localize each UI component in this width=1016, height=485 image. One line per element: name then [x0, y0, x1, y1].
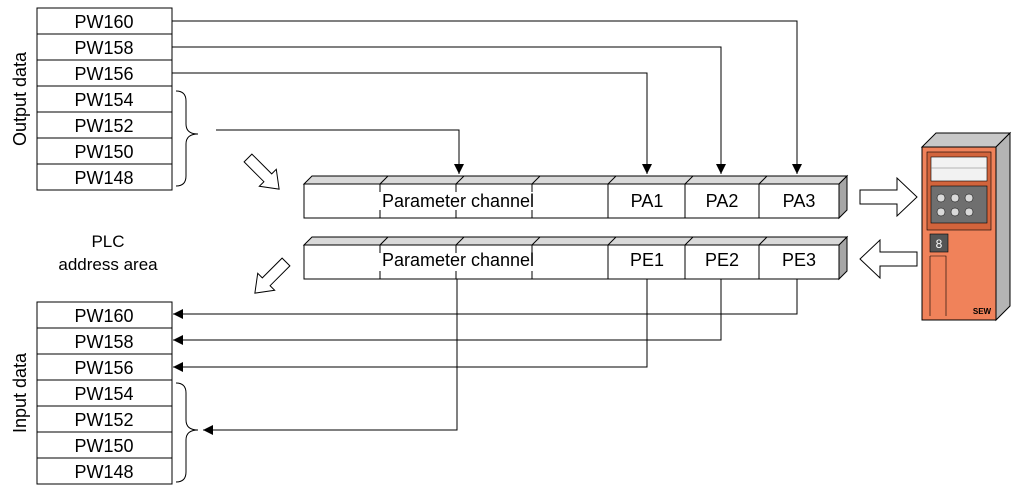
input-bus-bar: Parameter channel PE1 PE2 PE3 — [302, 235, 849, 281]
input-pe-label: PE1 — [630, 250, 664, 270]
input-bus-side-face — [838, 235, 848, 281]
bus-tick — [684, 175, 694, 185]
diagonal-arrow-down-right-icon — [243, 153, 280, 190]
output-register-label: PW158 — [74, 38, 133, 58]
device-key — [964, 207, 974, 217]
connector-pw156-to-pa1 — [172, 72, 652, 174]
input-register-label: PW156 — [74, 358, 133, 378]
input-pe-label: PE3 — [782, 250, 816, 270]
device-keypad — [930, 185, 988, 224]
device-top — [920, 132, 1012, 148]
output-register-cell — [36, 137, 173, 165]
output-parameter-channel-label: Parameter channel — [382, 191, 534, 211]
output-register-label: PW148 — [74, 168, 133, 188]
output-register-label: PW160 — [74, 12, 133, 32]
input-register-label: PW152 — [74, 410, 133, 430]
output-pa-label: PA1 — [631, 191, 664, 211]
input-register-cell — [36, 301, 173, 329]
diagonal-arrow-down-left-icon — [254, 257, 291, 294]
connector-parameter-channel-to-params — [203, 279, 458, 435]
output-register-label: PW154 — [74, 90, 133, 110]
bus-tick — [455, 236, 465, 246]
bus-tick — [531, 175, 541, 185]
connector-pe1-to-pw156 — [173, 279, 648, 372]
input-bus-front-face — [303, 244, 840, 280]
output-register-label: PW152 — [74, 116, 133, 136]
output-pa-label: PA3 — [783, 191, 816, 211]
plc-label-line1: PLC — [91, 232, 124, 251]
arrow-right-to-device-icon — [859, 176, 918, 218]
connector-params-to-parameter-channel — [216, 129, 464, 174]
device-key — [964, 193, 974, 203]
device-side — [995, 131, 1011, 322]
input-register-label: PW150 — [74, 436, 133, 456]
input-register-cell — [36, 379, 173, 407]
plc-label-line2: address area — [58, 255, 158, 274]
connector-pw158-to-pa2 — [172, 46, 726, 174]
output-register-cell — [36, 7, 173, 35]
input-register-cell — [36, 457, 173, 485]
input-data-table: PW160 PW158 PW156 PW154 PW152 PW150 PW14… — [36, 301, 173, 485]
output-bus-front-face — [303, 183, 840, 219]
bus-tick — [379, 175, 389, 185]
device-segment-digit: 8 — [936, 237, 943, 251]
input-register-label: PW160 — [74, 306, 133, 326]
output-register-label: PW156 — [74, 64, 133, 84]
output-bus-bar: Parameter channel PA1 PA2 PA3 — [302, 174, 849, 220]
bus-tick — [607, 236, 617, 246]
device-key — [950, 193, 960, 203]
device-key — [936, 207, 946, 217]
output-register-cell — [36, 33, 173, 61]
connector-pw160-to-pa3 — [172, 20, 802, 174]
input-data-side-label: Input data — [10, 352, 30, 433]
bus-tick — [758, 175, 768, 185]
device-display — [930, 156, 988, 182]
device-brand-logo: SEW — [973, 307, 992, 316]
device-segment-display — [929, 233, 949, 253]
output-data-side-label: Output data — [10, 51, 30, 146]
bus-tick — [607, 175, 617, 185]
connector-pe3-to-pw160 — [173, 279, 798, 319]
input-pe-label: PE2 — [705, 250, 739, 270]
bus-tick — [684, 236, 694, 246]
input-register-cell — [36, 353, 173, 381]
output-bus-side-face — [838, 174, 848, 220]
output-register-cell — [36, 163, 173, 191]
input-parameter-brace — [175, 382, 199, 483]
bus-tick — [455, 175, 465, 185]
output-register-label: PW150 — [74, 142, 133, 162]
output-parameter-brace — [175, 90, 199, 187]
input-register-label: PW154 — [74, 384, 133, 404]
input-register-label: PW148 — [74, 462, 133, 482]
device-slot — [929, 255, 947, 316]
bus-tick — [379, 236, 389, 246]
bus-tick — [758, 236, 768, 246]
bus-tick — [531, 236, 541, 246]
device-key — [936, 193, 946, 203]
device-key — [950, 207, 960, 217]
output-data-table: PW160 PW158 PW156 PW154 PW152 PW150 PW14… — [36, 7, 173, 191]
connector-pe2-to-pw158 — [173, 279, 722, 345]
arrow-left-from-device-icon — [859, 238, 918, 280]
inverter-device: 8 SEW — [920, 131, 1012, 322]
output-pa-label: PA2 — [706, 191, 739, 211]
output-register-cell — [36, 85, 173, 113]
input-parameter-channel-label: Parameter channel — [382, 250, 534, 270]
input-register-cell — [36, 405, 173, 433]
input-register-label: PW158 — [74, 332, 133, 352]
